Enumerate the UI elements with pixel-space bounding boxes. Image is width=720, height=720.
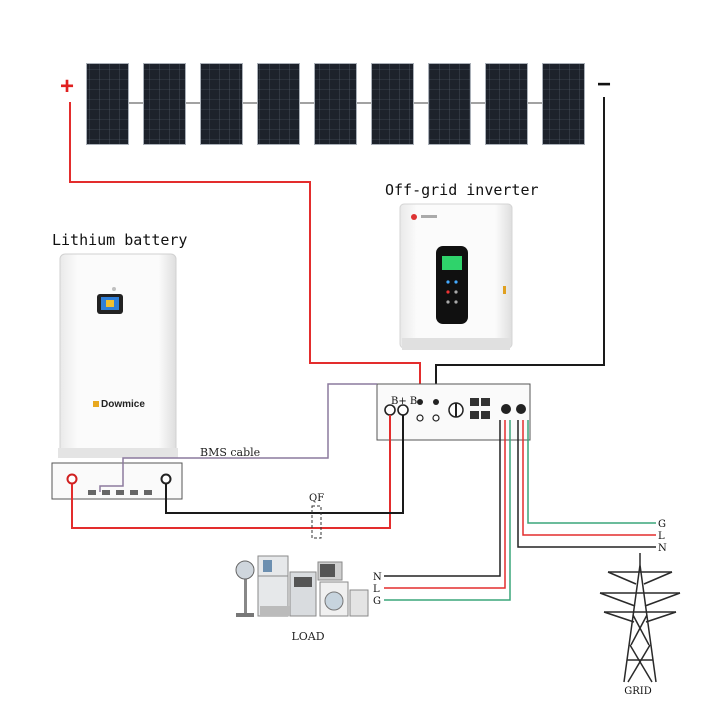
inverter-ac-output-port	[501, 404, 511, 414]
off-grid-inverter	[399, 203, 513, 350]
grid-N-wire	[517, 420, 656, 548]
brand-logo-icon	[93, 401, 99, 407]
transmission-tower-icon	[599, 553, 681, 683]
inverter-battery-positive-terminal	[384, 404, 396, 416]
inverter-pv-negative-terminal	[433, 399, 439, 405]
solar-panel-cells	[543, 64, 584, 144]
lithium-battery: Dowmice	[58, 253, 178, 458]
load-appliances-icon	[235, 555, 369, 617]
load-label: LOAD	[291, 630, 324, 643]
battery-title: Lithium battery	[52, 231, 187, 249]
svg-text:B+ B-: B+ B-	[391, 396, 421, 407]
grid-G-label: G	[658, 519, 666, 530]
pv-negative-sign: −	[597, 71, 611, 98]
inverter-terminal-box: B+ B-	[376, 383, 531, 441]
solar-panel-cells	[87, 64, 128, 144]
grid-label: GRID	[624, 686, 652, 697]
load-N-label: N	[373, 572, 382, 583]
load-L-wire	[384, 420, 506, 589]
inverter-lcd	[442, 256, 462, 270]
battery-negative-wire	[165, 415, 404, 514]
solar-panel-string	[86, 63, 585, 145]
solar-panel-cells	[258, 64, 299, 144]
grid-L-label: L	[658, 531, 665, 542]
grid-N-label: N	[658, 543, 667, 554]
pv-negative-wire	[435, 97, 605, 398]
grid-L-wire	[522, 420, 656, 536]
battery-negative-terminal	[160, 473, 172, 485]
breaker-qf	[311, 505, 322, 539]
inverter-title: Off-grid inverter	[385, 181, 539, 199]
grid-G-wire	[527, 420, 656, 524]
solar-panel-cells	[486, 64, 527, 144]
battery-positive-wire	[71, 415, 391, 529]
solar-panel-cells	[201, 64, 242, 144]
load-G-wire	[384, 420, 511, 601]
load-G-label: G	[373, 596, 381, 607]
pv-positive-sign: +	[60, 73, 74, 100]
breaker-label: QF	[309, 493, 324, 504]
solar-panel-cells	[372, 64, 413, 144]
load-L-label: L	[373, 584, 380, 595]
pv-positive-wire	[69, 102, 421, 398]
inverter-battery-negative-terminal	[397, 404, 409, 416]
inverter-ac-input-port	[516, 404, 526, 414]
inverter-pv-positive-terminal	[417, 399, 423, 405]
bms-cable-label: BMS cable	[200, 446, 260, 459]
solar-panel-cells	[429, 64, 470, 144]
bms-cable-wire	[99, 383, 377, 492]
solar-panel-cells	[144, 64, 185, 144]
battery-terminal-box	[51, 462, 183, 500]
battery-brand: Dowmice	[101, 399, 145, 410]
solar-panel-cells	[315, 64, 356, 144]
load-N-wire	[384, 420, 501, 577]
battery-positive-terminal	[66, 473, 78, 485]
